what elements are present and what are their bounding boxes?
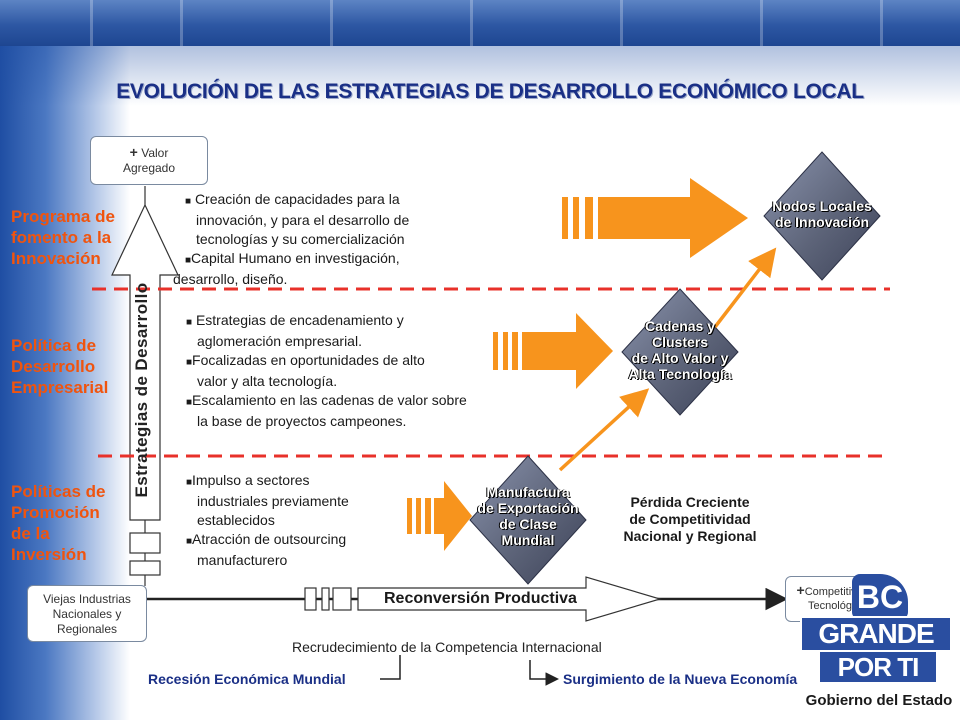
diamond-innovation-nodes [763, 151, 881, 281]
investment-bullets: ■Impulso a sectores industriales previam… [186, 472, 349, 568]
logo-gobierno: Gobierno del Estado [805, 692, 953, 709]
strategy-axis-label: Estrategias de Desarrollo [132, 282, 151, 498]
plus-sign: + [129, 144, 138, 160]
orange-arrow-middle [493, 313, 613, 389]
recession-text: Recesión Económica Mundial [148, 671, 346, 687]
logo-bc: BC [852, 574, 908, 620]
old-industries-line1: Viejas Industrias [43, 592, 131, 606]
new-economy-connector [529, 660, 559, 686]
strategy-axis-arrow [111, 186, 179, 586]
old-industries-line3: Regionales [56, 622, 118, 636]
business-bullets: ■ Estrategias de encadenamiento y aglome… [186, 312, 467, 429]
logo-grande: GRANDE [800, 616, 952, 652]
page-title: EVOLUCIÓN DE LAS ESTRATEGIAS DE DESARROL… [116, 80, 864, 103]
diamond-clusters [621, 288, 739, 416]
reconversion-arrow [357, 576, 663, 622]
logo-porti: POR TI [818, 650, 938, 684]
competition-text: Recrudecimiento de la Competencia Intern… [292, 639, 602, 655]
orange-arrow-bottom [407, 481, 472, 551]
recession-connector [380, 655, 401, 680]
connector-clusters-nodes [713, 247, 777, 329]
header-band [0, 0, 960, 46]
value-added-line1: Valor [141, 146, 169, 160]
bc-grande-por-ti-logo: BC GRANDE POR TI Gobierno del Estado [800, 566, 960, 720]
reconversion-label: Reconversión Productiva [384, 590, 577, 607]
new-economy-text: Surgimiento de la Nueva Economía [563, 671, 798, 687]
value-added-line2: Agregado [122, 161, 176, 175]
orange-arrow-top [562, 178, 748, 258]
diamond-manufacturing [469, 455, 587, 585]
innovation-bullets: ■ Creación de capacidades para la innova… [173, 191, 410, 287]
top-fade [0, 46, 960, 106]
old-industries-line2: Nacionales y [52, 607, 122, 621]
connector-manufacturing-clusters [558, 388, 650, 472]
old-industries-box: Viejas Industrias Nacionales y Regionale… [27, 585, 147, 642]
value-added-box: + Valor Agregado [90, 136, 208, 185]
